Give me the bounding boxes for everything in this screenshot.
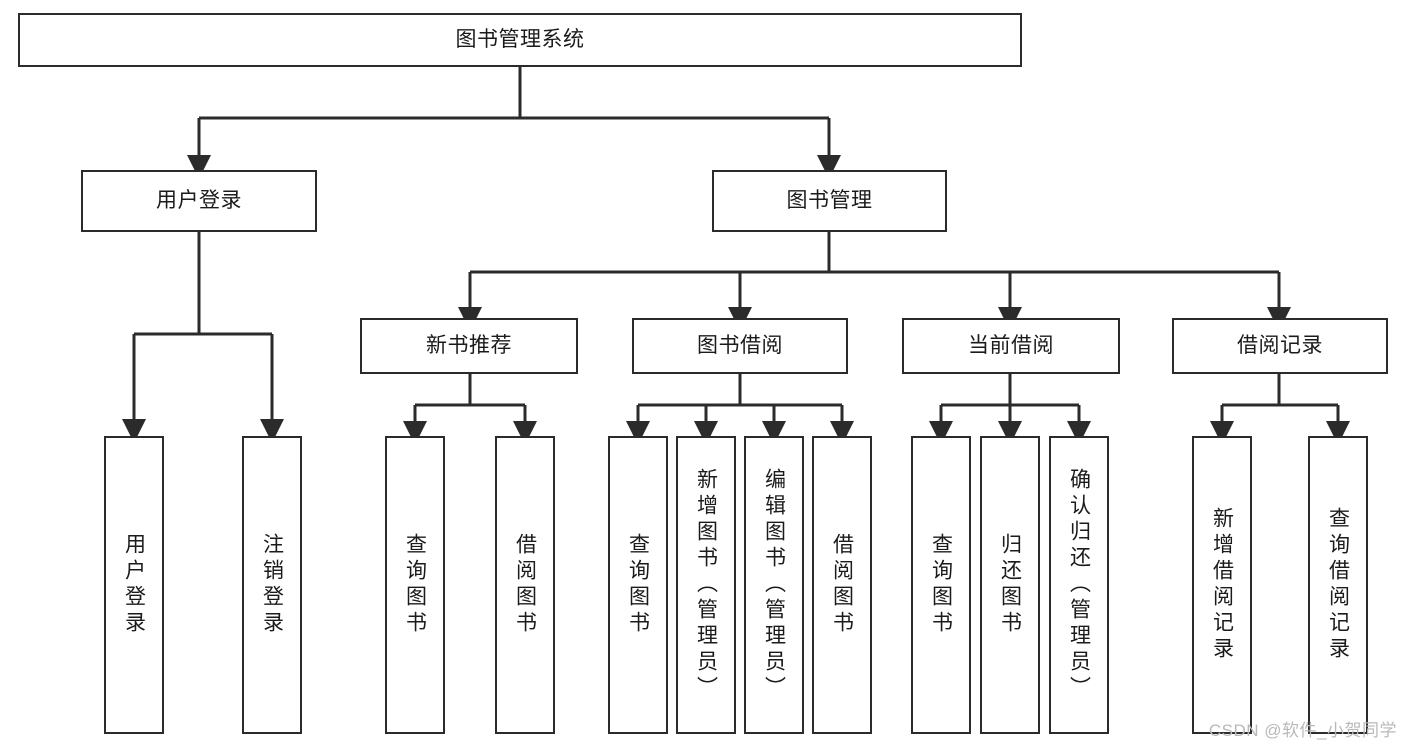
node-leaf-add-borrow-record[interactable]: 新增借阅记录	[1192, 436, 1252, 734]
node-leaf-edit-book-admin[interactable]: 编辑图书（管理员）	[744, 436, 804, 734]
watermark-text: CSDN @软件_小贺同学	[1208, 721, 1397, 740]
node-leaf-borrow-book-label: 借阅图书	[830, 533, 854, 637]
node-new-book-recommend[interactable]: 新书推荐	[360, 318, 578, 374]
node-leaf-logout-label: 注销登录	[260, 533, 284, 637]
node-leaf-borrow-book[interactable]: 借阅图书	[812, 436, 872, 734]
node-book-management[interactable]: 图书管理	[712, 170, 947, 232]
node-book-borrow[interactable]: 图书借阅	[632, 318, 848, 374]
node-user-login-label: 用户登录	[156, 188, 242, 212]
node-book-borrow-label: 图书借阅	[697, 333, 783, 357]
node-leaf-borrow-book-recommend[interactable]: 借阅图书	[495, 436, 555, 734]
node-leaf-query-book-current[interactable]: 查询图书	[911, 436, 971, 734]
node-leaf-borrow-book-recommend-label: 借阅图书	[513, 533, 537, 637]
node-leaf-add-book-admin[interactable]: 新增图书（管理员）	[676, 436, 736, 734]
node-user-login[interactable]: 用户登录	[81, 170, 317, 232]
node-borrow-records-label: 借阅记录	[1237, 333, 1323, 357]
node-leaf-edit-book-admin-label: 编辑图书（管理员）	[762, 468, 786, 702]
node-leaf-return-book-label: 归还图书	[998, 533, 1022, 637]
node-leaf-add-borrow-record-label: 新增借阅记录	[1210, 507, 1234, 663]
node-book-management-label: 图书管理	[786, 188, 873, 212]
node-leaf-user-login[interactable]: 用户登录	[104, 436, 164, 734]
node-new-book-recommend-label: 新书推荐	[426, 333, 512, 357]
node-leaf-add-book-admin-label: 新增图书（管理员）	[694, 468, 718, 702]
node-leaf-query-book-borrow[interactable]: 查询图书	[608, 436, 668, 734]
node-leaf-logout[interactable]: 注销登录	[242, 436, 302, 734]
node-leaf-query-book-recommend-label: 查询图书	[403, 533, 427, 637]
node-root-system-label: 图书管理系统	[455, 27, 585, 51]
node-leaf-query-book-current-label: 查询图书	[929, 533, 953, 637]
node-leaf-user-login-label: 用户登录	[122, 533, 146, 637]
node-leaf-confirm-return-admin-label: 确认归还（管理员）	[1067, 468, 1091, 702]
node-leaf-query-borrow-record-label: 查询借阅记录	[1326, 507, 1350, 663]
node-current-borrow-label: 当前借阅	[968, 333, 1054, 357]
node-leaf-query-book-borrow-label: 查询图书	[626, 533, 650, 637]
node-leaf-query-borrow-record[interactable]: 查询借阅记录	[1308, 436, 1368, 734]
node-leaf-return-book[interactable]: 归还图书	[980, 436, 1040, 734]
node-leaf-confirm-return-admin[interactable]: 确认归还（管理员）	[1049, 436, 1109, 734]
node-leaf-query-book-recommend[interactable]: 查询图书	[385, 436, 445, 734]
node-root-system[interactable]: 图书管理系统	[18, 13, 1022, 67]
node-current-borrow[interactable]: 当前借阅	[902, 318, 1120, 374]
node-borrow-records[interactable]: 借阅记录	[1172, 318, 1388, 374]
